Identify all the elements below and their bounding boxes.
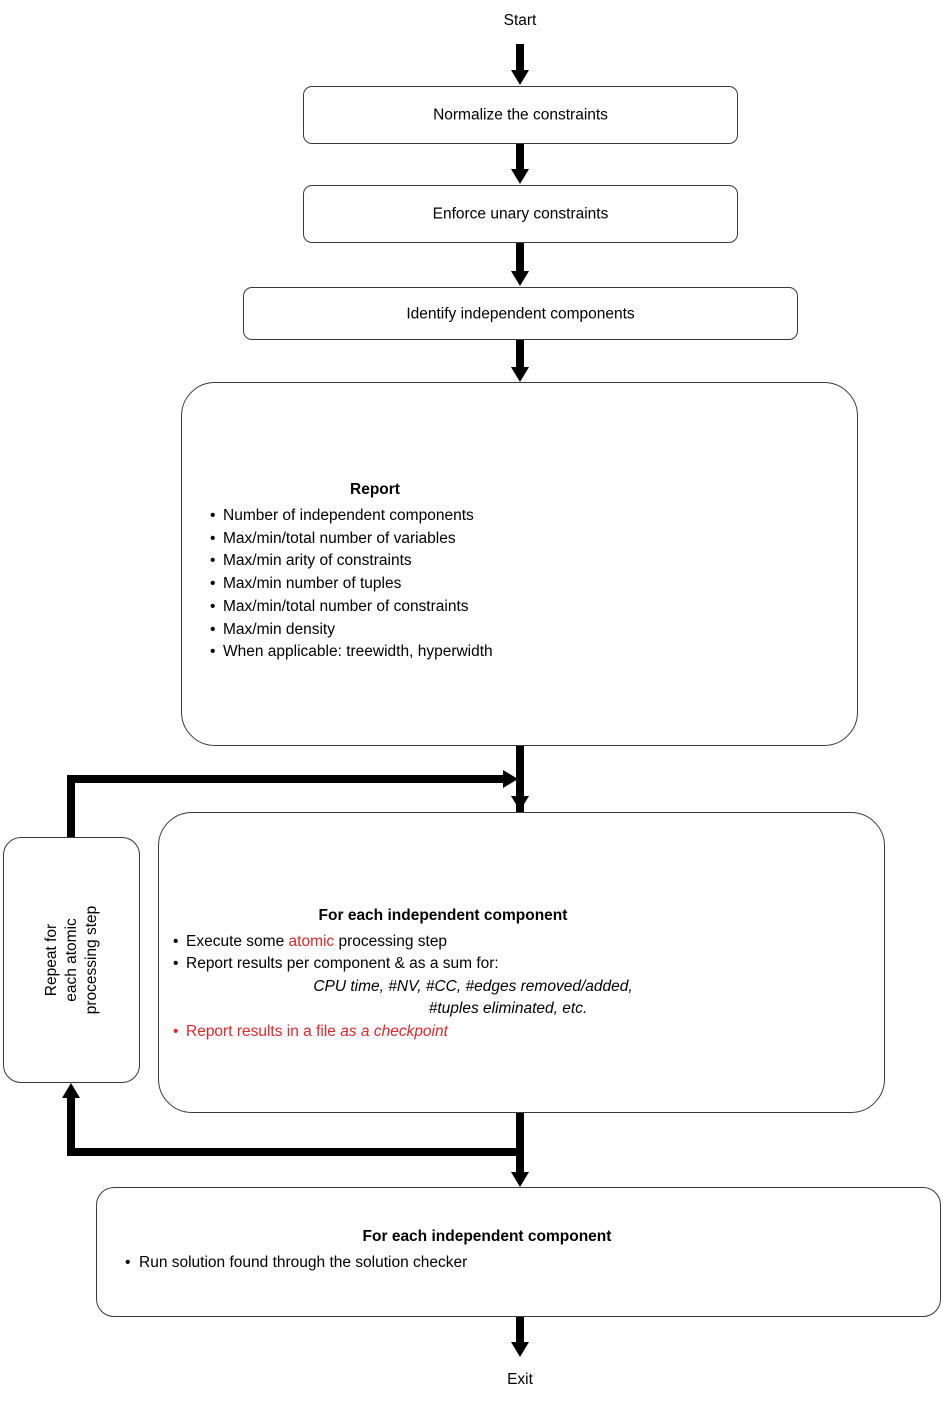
solution-checker-bullet-list: Run solution found through the solution … <box>117 1252 917 1275</box>
solution-checker-content: For each independent component Run solut… <box>117 1226 917 1275</box>
report-bullet-list: Number of independent components Max/min… <box>210 505 850 664</box>
connector-loop-top-horizontal <box>67 775 507 783</box>
bullet-checkpoint-plain: Report results in a file <box>186 1023 341 1040</box>
connector-enforce-to-identify <box>516 243 524 272</box>
connector-identify-to-report <box>516 340 524 368</box>
node-component-processing[interactable]: For each independent component Execute s… <box>158 812 885 1113</box>
component-metrics-line-2: #tuples eliminated, etc. <box>428 1000 588 1017</box>
report-bullet: When applicable: treewidth, hyperwidth <box>210 641 850 664</box>
bullet-execute-pre: Execute some <box>186 933 289 950</box>
node-identify-independent-components-label: Identify independent components <box>406 304 635 322</box>
arrowhead-to-solution-check <box>511 1172 529 1187</box>
arrowhead-enforce-to-identify <box>511 271 529 286</box>
component-metrics-line-1: CPU time, #NV, #CC, #edges removed/added… <box>313 978 633 995</box>
report-bullet: Max/min/total number of variables <box>210 528 850 551</box>
component-processing-content: For each independent component Execute s… <box>173 905 873 1043</box>
connector-loop-bottom-horizontal <box>67 1148 524 1156</box>
connector-loop-bottom-vertical <box>67 1097 75 1152</box>
solution-checker-heading: For each independent component <box>362 1228 612 1245</box>
report-bullet: Max/min/total number of constraints <box>210 596 850 619</box>
report-bullet: Number of independent components <box>210 505 850 528</box>
connector-to-exit <box>516 1317 524 1351</box>
node-report[interactable]: Report Number of independent components … <box>181 382 858 746</box>
node-solution-checker[interactable]: For each independent component Run solut… <box>96 1187 941 1317</box>
report-bullet: Max/min number of tuples <box>210 573 850 596</box>
component-bullet-execute: Execute some atomic processing step <box>173 931 873 953</box>
node-normalize-constraints-label: Normalize the constraints <box>433 106 608 124</box>
connector-to-solution-check <box>516 1148 524 1181</box>
report-content: Report Number of independent components … <box>210 479 850 664</box>
connector-normalize-to-enforce <box>516 144 524 171</box>
node-enforce-unary-constraints[interactable]: Enforce unary constraints <box>303 185 738 243</box>
arrowhead-to-exit <box>511 1342 529 1357</box>
arrowhead-loop-back-into-repeat-box <box>62 1083 80 1098</box>
arrowhead-normalize-to-enforce <box>511 169 529 184</box>
component-processing-heading: For each independent component <box>318 907 568 924</box>
component-bullet-checkpoint: Report results in a file as a checkpoint <box>173 1021 873 1043</box>
report-heading: Report <box>350 481 400 498</box>
component-bullet-report-results: Report results per component & as a sum … <box>173 953 873 975</box>
node-identify-independent-components[interactable]: Identify independent components <box>243 287 798 340</box>
connector-component-down-to-loop-rail <box>516 1113 524 1154</box>
report-bullet: Max/min density <box>210 619 850 642</box>
arrowhead-loop-top-into-trunk <box>503 770 518 788</box>
repeat-loop-line-1: Repeat for <box>42 923 60 997</box>
repeat-loop-line-3: processing step <box>82 905 100 1015</box>
arrowhead-start-to-normalize <box>511 70 529 85</box>
arrowhead-identify-to-report <box>511 367 529 382</box>
component-processing-bullet-list: Execute some atomic processing step Repo… <box>173 931 873 975</box>
solution-checker-bullet: Run solution found through the solution … <box>117 1252 917 1275</box>
bullet-checkpoint-italic: as a checkpoint <box>340 1023 448 1040</box>
connector-loop-top-vertical <box>67 775 75 840</box>
bullet-execute-post: processing step <box>334 933 448 950</box>
arrowhead-report-to-component <box>511 796 529 811</box>
start-label: Start <box>503 12 537 29</box>
exit-label: Exit <box>507 1371 533 1388</box>
node-repeat-loop-label: Repeat for each atomic processing step <box>41 906 101 1015</box>
report-bullet: Max/min arity of constraints <box>210 550 850 573</box>
bullet-execute-red-atomic: atomic <box>288 933 335 950</box>
repeat-loop-line-2: each atomic <box>62 918 80 1002</box>
node-normalize-constraints[interactable]: Normalize the constraints <box>303 86 738 144</box>
connector-report-to-component <box>516 746 524 812</box>
node-repeat-loop[interactable]: Repeat for each atomic processing step <box>3 837 140 1083</box>
component-processing-bullet-list-2: Report results in a file as a checkpoint <box>173 1021 873 1043</box>
connector-start-to-normalize <box>516 44 524 72</box>
component-metrics-lines: CPU time, #NV, #CC, #edges removed/added… <box>173 976 773 1020</box>
node-enforce-unary-constraints-label: Enforce unary constraints <box>432 205 609 223</box>
